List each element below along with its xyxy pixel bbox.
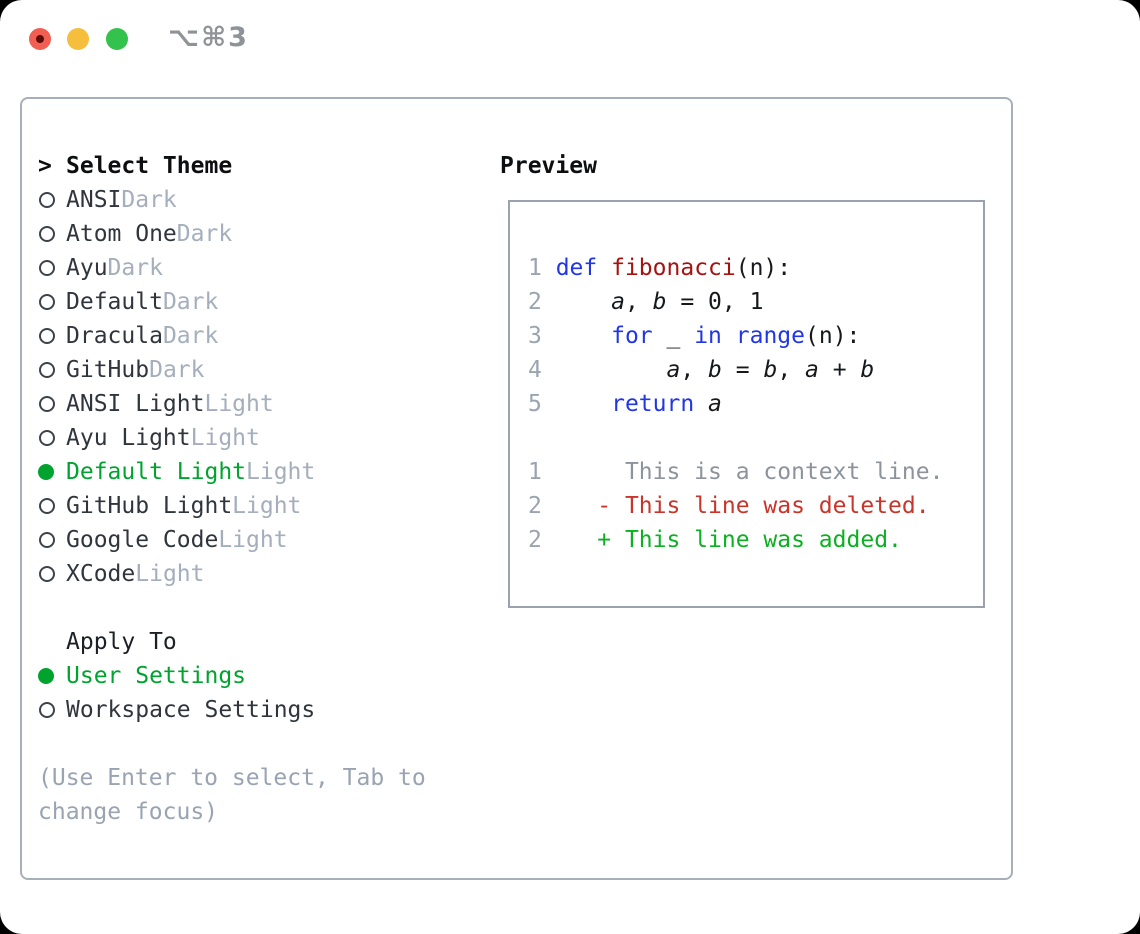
option-label: GitHub: [66, 357, 150, 383]
theme-option-default-light[interactable]: Default Light Light: [38, 455, 426, 489]
zoom-window-button[interactable]: [106, 28, 128, 50]
option-variant-tag: Light: [190, 425, 260, 451]
line-number: 1: [528, 459, 556, 485]
option-label: Ayu Light: [66, 425, 191, 451]
diff-deleted-line: 2 - This line was deleted.: [528, 493, 930, 519]
apply-to-title: Apply To: [66, 629, 177, 655]
select-theme-header: > Select Theme: [38, 149, 426, 183]
theme-option-google-code[interactable]: Google Code Light: [38, 523, 426, 557]
option-variant-tag: Dark: [176, 221, 233, 247]
spacer-row: [38, 727, 426, 761]
theme-option-ayu-light[interactable]: Ayu Light Light: [38, 421, 426, 455]
line-number: 2: [528, 493, 556, 519]
theme-option-xcode[interactable]: XCode Light: [38, 557, 426, 591]
radio-unselected-icon: [39, 566, 55, 582]
option-label: GitHub Light: [66, 493, 233, 519]
window-hotkey-label: ⌥⌘3: [168, 22, 249, 53]
option-label: Default Light: [66, 459, 247, 485]
diff-context-line: 1 This is a context line.: [528, 459, 944, 485]
option-variant-tag: Light: [246, 459, 316, 485]
radio-unselected-icon: [39, 430, 55, 446]
line-number: 2: [528, 289, 556, 315]
option-variant-tag: Light: [218, 527, 288, 553]
select-theme-title: Select Theme: [66, 153, 233, 179]
option-label: Default: [66, 289, 163, 315]
radio-unselected-icon: [39, 396, 55, 412]
radio-unselected-icon: [39, 294, 55, 310]
code-line: 5 return a: [528, 391, 722, 417]
code-line: 2 a, b = 0, 1: [528, 289, 764, 315]
theme-option-github[interactable]: GitHub Dark: [38, 353, 426, 387]
code-preview: 1 def fibonacci(n): 2 a, b = 0, 1 3 for _ …: [528, 251, 943, 557]
line-number: 3: [528, 323, 556, 349]
code-line: 1 def fibonacci(n):: [528, 255, 792, 281]
option-label: ANSI: [66, 187, 122, 213]
titlebar: ⌥⌘3: [0, 0, 1140, 78]
theme-option-default[interactable]: Default Dark: [38, 285, 426, 319]
radio-unselected-icon: [39, 192, 55, 208]
option-label: Atom One: [66, 221, 177, 247]
preview-box: 1 def fibonacci(n): 2 a, b = 0, 1 3 for _ …: [508, 200, 985, 608]
option-label: XCode: [66, 561, 136, 587]
option-variant-tag: Light: [135, 561, 205, 587]
option-variant-tag: Dark: [162, 323, 219, 349]
theme-option-atom-one[interactable]: Atom One Dark: [38, 217, 426, 251]
preview-title: Preview: [500, 153, 597, 179]
radio-unselected-icon: [39, 532, 55, 548]
line-number: 4: [528, 357, 556, 383]
option-label: ANSI Light: [66, 391, 205, 417]
spacer-row: [38, 591, 426, 625]
option-variant-tag: Dark: [149, 357, 205, 383]
minimize-window-button[interactable]: [67, 28, 89, 50]
prompt-icon: >: [38, 153, 52, 179]
apply-to-header: Apply To: [38, 625, 426, 659]
diff-added-line: 2 + This line was added.: [528, 527, 902, 553]
radio-unselected-icon: [39, 702, 55, 718]
theme-option-ayu[interactable]: Ayu Dark: [38, 251, 426, 285]
radio-unselected-icon: [39, 260, 55, 276]
radio-unselected-icon: [39, 498, 55, 514]
close-window-button[interactable]: [29, 28, 51, 50]
theme-option-ansi-light[interactable]: ANSI Light Light: [38, 387, 426, 421]
hint-line-2: change focus): [38, 799, 219, 825]
radio-unselected-icon: [39, 226, 55, 242]
option-label: Workspace Settings: [66, 697, 316, 723]
option-variant-tag: Light: [232, 493, 302, 519]
code-line: 4 a, b = b, a + b: [528, 357, 875, 383]
option-label: Dracula: [66, 323, 163, 349]
radio-selected-icon: [38, 464, 54, 480]
option-variant-tag: Dark: [162, 289, 219, 315]
line-number: 5: [528, 391, 556, 417]
option-variant-tag: Light: [204, 391, 274, 417]
theme-option-github-light[interactable]: GitHub Light Light: [38, 489, 426, 523]
theme-option-dracula[interactable]: Dracula Dark: [38, 319, 426, 353]
option-variant-tag: Dark: [121, 187, 177, 213]
code-line: 3 for _ in range(n):: [528, 323, 861, 349]
theme-option-ansi[interactable]: ANSI Dark: [38, 183, 426, 217]
apply-option-workspace-settings[interactable]: Workspace Settings: [38, 693, 426, 727]
option-label: Google Code: [66, 527, 219, 553]
option-label: Ayu: [66, 255, 108, 281]
blank-line: [528, 421, 943, 455]
line-number: 2: [528, 527, 556, 553]
hint-line-1: (Use Enter to select, Tab to: [38, 765, 426, 791]
radio-unselected-icon: [39, 362, 55, 378]
option-variant-tag: Dark: [107, 255, 163, 281]
apply-option-user-settings[interactable]: User Settings: [38, 659, 426, 693]
radio-selected-icon: [38, 668, 54, 684]
line-number: 1: [528, 255, 556, 281]
radio-unselected-icon: [39, 328, 55, 344]
option-label: User Settings: [66, 663, 247, 689]
